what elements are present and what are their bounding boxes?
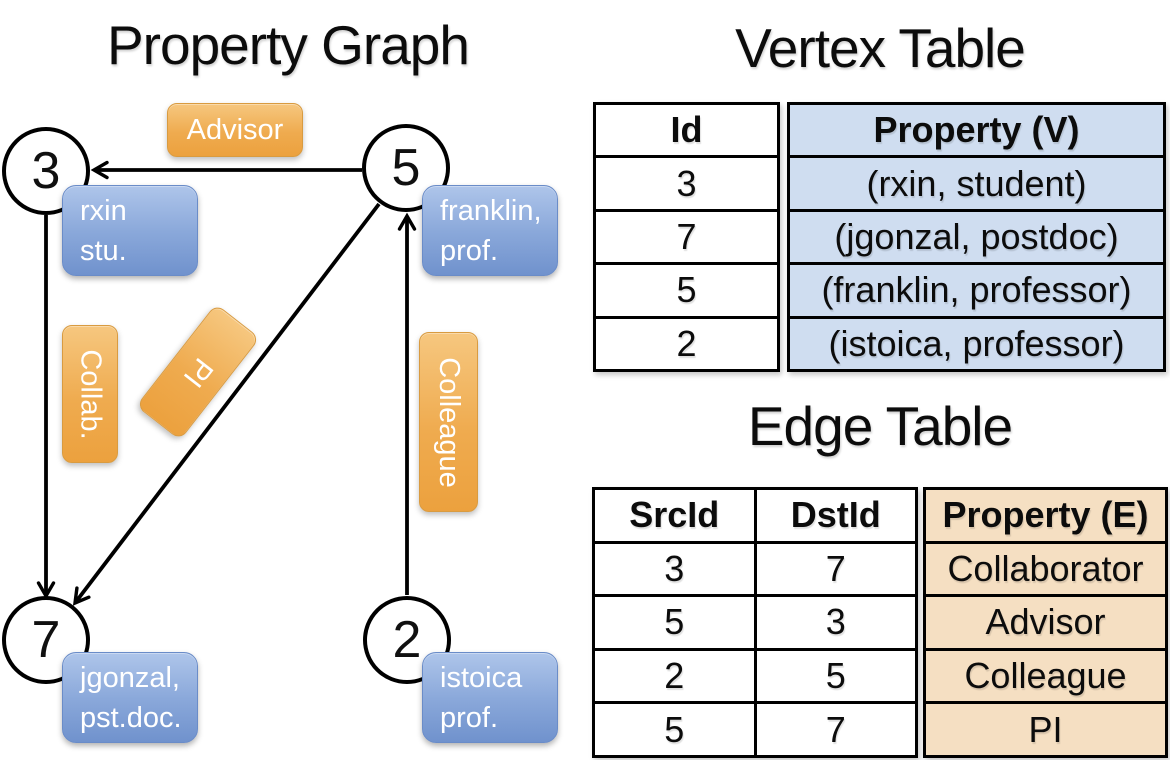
edge-label-collab-text: Collab. <box>74 348 107 440</box>
node-7-property-box: jgonzal, pst.doc. <box>62 652 198 743</box>
edge-label-pi-text: PI <box>177 351 220 393</box>
vertex-table-row-id: 5 <box>596 262 777 315</box>
edge-table-row: 2 5 <box>595 647 916 702</box>
edge-table-row-property: Collaborator <box>926 540 1165 595</box>
node-5-property-line2: prof. <box>440 235 499 268</box>
vertex-table-property-header: Property (V) <box>873 109 1080 151</box>
vertex-table-property-column: Property (V) (rxin, student) (jgonzal, p… <box>787 102 1166 372</box>
node-2-property-line2: prof. <box>440 702 499 735</box>
vertex-table-row-id: 7 <box>596 208 777 262</box>
edge-table-property-header: Property (E) <box>942 494 1149 536</box>
edge-table-row-src: 5 <box>664 708 685 750</box>
vertex-table-id-header: Id <box>670 109 703 151</box>
graph-node-5: 5 <box>362 124 450 212</box>
edge-label-colleague-text: Colleague <box>433 356 466 488</box>
edge-table-row-src: 3 <box>664 547 685 589</box>
edge-table-row: 3 7 <box>595 540 916 595</box>
node-7-id: 7 <box>31 611 61 669</box>
edge-label-advisor-text: Advisor <box>186 113 284 146</box>
graph-edges-svg <box>36 160 417 606</box>
vertex-table-title: Vertex Table <box>735 17 1026 79</box>
node-3-id: 3 <box>31 142 61 200</box>
node-5-property-line1: franklin, <box>440 195 542 227</box>
vertex-table-row-property: (istoica, professor) <box>790 315 1163 369</box>
edge-pi-5-to-7 <box>72 202 381 606</box>
edge-table-row: 5 3 <box>595 594 915 648</box>
edge-table-title: Edge Table <box>747 395 1013 457</box>
edge-table-row: 5 7 <box>595 701 915 755</box>
edge-label-collab: Collab. <box>62 325 118 463</box>
edge-table-row-dst: 7 <box>753 543 916 595</box>
edge-table-row-property: Advisor <box>926 594 1165 648</box>
node-2-id: 2 <box>392 611 422 669</box>
vertex-table-row-property: (franklin, professor) <box>790 262 1163 315</box>
edge-table-row-src: 5 <box>664 601 685 643</box>
property-graph-title: Property Graph <box>106 14 470 76</box>
node-5-property-box: franklin, prof. <box>422 185 558 276</box>
node-3-property-line2: stu. <box>80 235 127 268</box>
vertex-table-row-id: 3 <box>596 155 777 208</box>
edge-table-srcid-header: SrcId <box>629 494 720 536</box>
node-7-property-line2: pst.doc. <box>80 702 182 735</box>
edge-label-advisor: Advisor <box>167 103 303 157</box>
vertex-table-row-property: (rxin, student) <box>790 155 1163 208</box>
node-2-property-box: istoica prof. <box>422 652 558 743</box>
edge-table-dstid-header: DstId <box>753 490 916 541</box>
edge-table-row-src: 2 <box>664 655 685 697</box>
edge-table-row-dst: 5 <box>753 650 916 702</box>
edge-table-row-property: PI <box>926 701 1165 755</box>
edge-table-property-column: Property (E) Collaborator Advisor Collea… <box>923 487 1168 758</box>
vertex-table-id-column: Id 3 7 5 2 <box>593 102 780 372</box>
graph-node-2: 2 <box>363 596 451 684</box>
node-3-property-line1: rxin <box>80 195 127 227</box>
edge-table-row-property: Colleague <box>926 647 1165 702</box>
edge-table-row-dst: 7 <box>753 704 916 755</box>
node-7-property-line1: jgonzal, <box>80 662 180 694</box>
edge-table-row-dst: 3 <box>753 597 916 648</box>
edge-table-id-columns: SrcId DstId 3 7 5 3 2 5 5 7 <box>592 487 918 758</box>
node-3-property-box: rxin stu. <box>62 185 198 276</box>
edge-label-colleague: Colleague <box>419 332 478 512</box>
node-2-property-line1: istoica <box>440 662 523 694</box>
vertex-table-row-property: (jgonzal, postdoc) <box>790 208 1163 262</box>
node-5-id: 5 <box>391 139 421 197</box>
vertex-table-row-id: 2 <box>596 315 777 369</box>
edge-table-header-row: SrcId DstId <box>595 490 915 541</box>
